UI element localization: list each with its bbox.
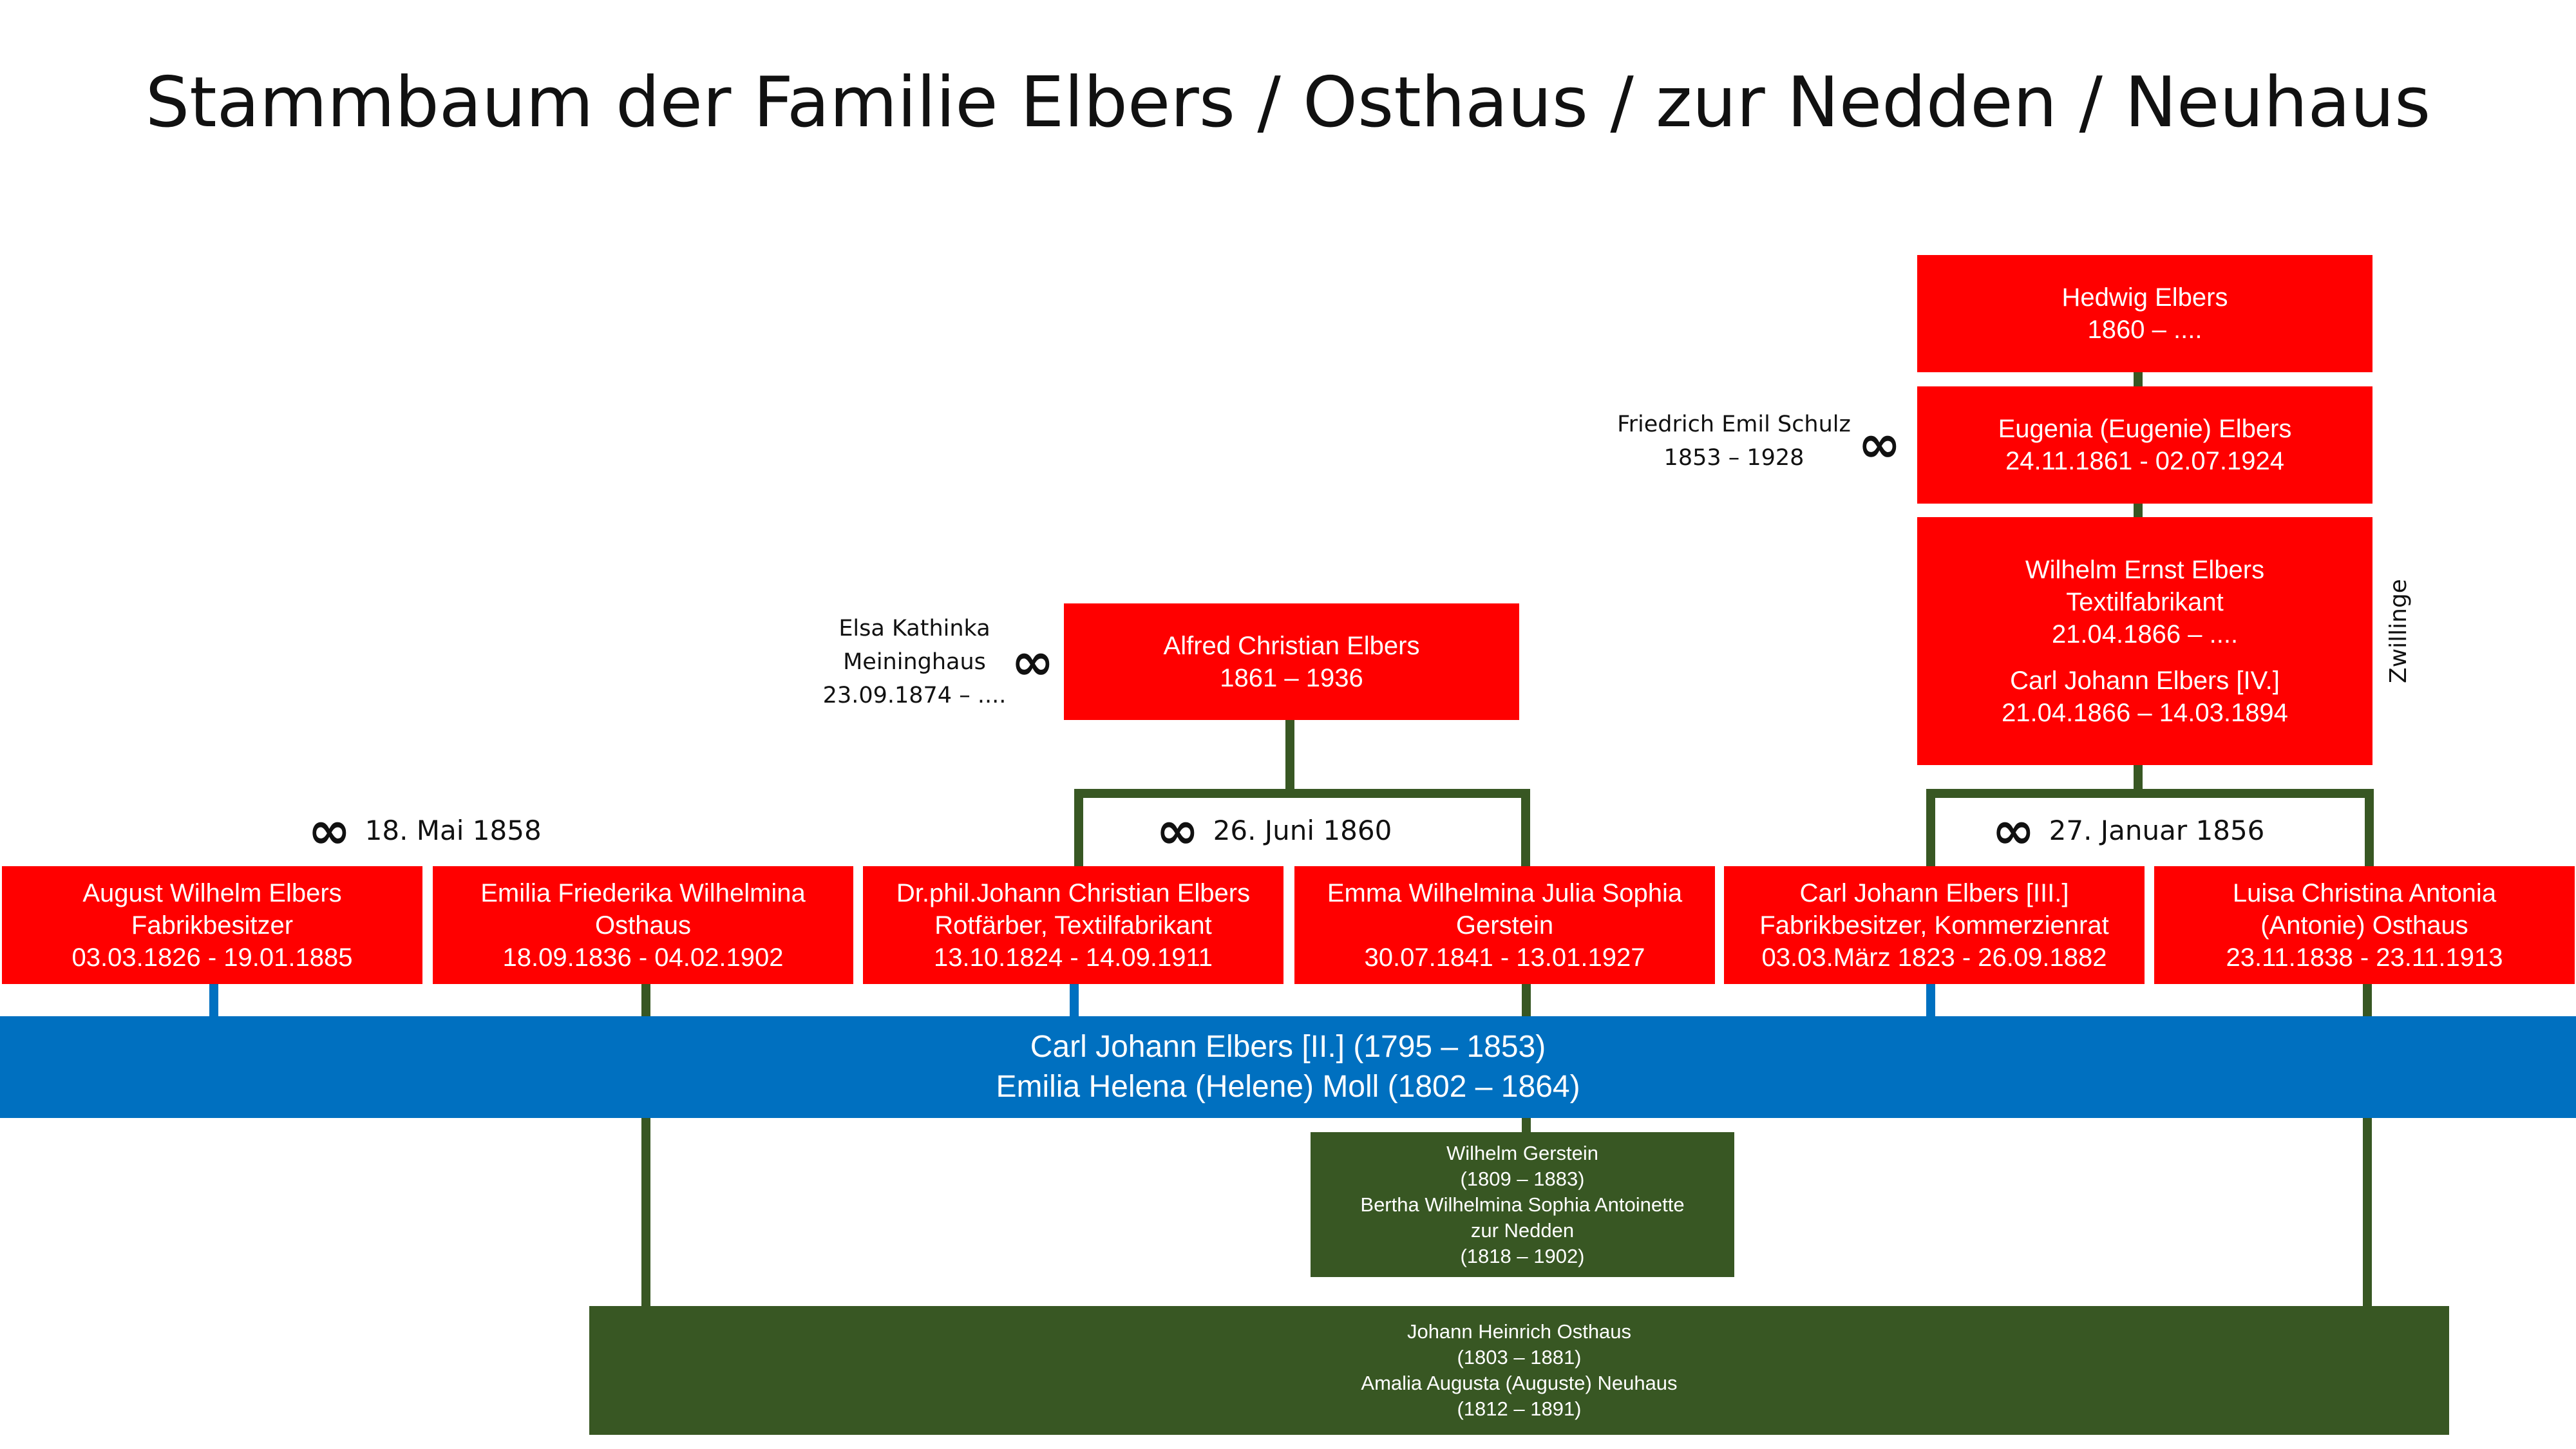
person-box-johann-christian: Dr.phil.Johann Christian Elbers Rotfärbe…: [863, 866, 1283, 984]
person-name: Emma Wilhelmina Julia Sophia: [1327, 878, 1683, 907]
elsa-line2: Meininghaus: [843, 649, 986, 675]
person-box-emilia-friederika: Emilia Friederika Wilhelmina Osthaus 18.…: [433, 866, 853, 984]
infinity-icon: ∞: [1156, 800, 1199, 860]
parents-box-elbers: Carl Johann Elbers [II.] (1795 – 1853) E…: [0, 1016, 2576, 1118]
infinity-icon: ∞: [1992, 800, 2035, 860]
eugenia-dates: 24.11.1861 - 02.07.1924: [2005, 447, 2284, 475]
marriage-date-2: ∞ 26. Juni 1860: [1156, 800, 1392, 860]
page-title: Stammbaum der Familie Elbers / Osthaus /…: [145, 62, 2431, 143]
marriage-icon-eugenia: ∞: [1858, 414, 1915, 474]
schulz-dates: 1853 – 1928: [1663, 445, 1804, 471]
wilhelm-ernst-name: Wilhelm Ernst Elbers: [2025, 555, 2265, 584]
twins-label: Zwillinge: [2385, 579, 2412, 683]
person-box-luisa-christina: Luisa Christina Antonia (Antonie) Osthau…: [2154, 866, 2575, 984]
person-dates: 13.10.1824 - 14.09.1911: [934, 943, 1213, 972]
marriage-date-3-text: 27. Januar 1856: [2049, 815, 2265, 846]
person-name: August Wilhelm Elbers: [82, 878, 342, 907]
person-occupation: Fabrikbesitzer, Kommerzienrat: [1759, 911, 2109, 940]
gerstein-mother-dates: (1818 – 1902): [1460, 1244, 1585, 1267]
hedwig-dates: 1860 – ....: [2087, 316, 2202, 344]
person-box-twins: Wilhelm Ernst Elbers Textilfabrikant 21.…: [1917, 517, 2372, 765]
carl-johann-iv-name: Carl Johann Elbers [IV.]: [2010, 666, 2280, 695]
carl-johann-iv-dates: 21.04.1866 – 14.03.1894: [2002, 698, 2288, 727]
person-surname: Gerstein: [1455, 911, 1554, 940]
osthaus-mother-dates: (1812 – 1891): [1457, 1397, 1582, 1420]
person-occupation: Fabrikbesitzer: [131, 911, 294, 940]
gerstein-father-dates: (1809 – 1883): [1460, 1167, 1585, 1190]
infinity-icon: ∞: [308, 800, 351, 860]
parents-box-gerstein: Wilhelm Gerstein (1809 – 1883) Bertha Wi…: [1311, 1132, 1734, 1277]
gerstein-mother: Bertha Wilhelmina Sophia Antoinette: [1360, 1193, 1685, 1216]
person-surname: Osthaus: [595, 911, 691, 940]
marriage-date-1-text: 18. Mai 1858: [365, 815, 542, 846]
osthaus-mother: Amalia Augusta (Auguste) Neuhaus: [1361, 1372, 1678, 1394]
elbers-mother: Emilia Helena (Helene) Moll (1802 – 1864…: [996, 1070, 1580, 1104]
person-name: Emilia Friederika Wilhelmina: [480, 878, 806, 907]
alfred-dates: 1861 – 1936: [1220, 663, 1363, 692]
person-occupation: Rotfärber, Textilfabrikant: [934, 911, 1212, 940]
eugenia-name: Eugenia (Eugenie) Elbers: [1998, 415, 2292, 443]
hedwig-name: Hedwig Elbers: [2061, 283, 2228, 312]
person-surname: (Antonie) Osthaus: [2260, 911, 2468, 940]
marriage-date-2-text: 26. Juni 1860: [1213, 815, 1392, 846]
person-box-eugenia: Eugenia (Eugenie) Elbers 24.11.1861 - 02…: [1917, 386, 2372, 504]
gerstein-mother-surname: zur Nedden: [1470, 1218, 1575, 1242]
person-box-emma-wilhelmina: Emma Wilhelmina Julia Sophia Gerstein 30…: [1294, 866, 1715, 984]
spouse-elsa: Elsa Kathinka Meininghaus 23.09.1874 – .…: [808, 612, 1021, 712]
person-box-hedwig: Hedwig Elbers 1860 – ....: [1917, 255, 2372, 372]
alfred-name: Alfred Christian Elbers: [1163, 631, 1420, 660]
wilhelm-ernst-job: Textilfabrikant: [2066, 587, 2224, 616]
elbers-father: Carl Johann Elbers [II.] (1795 – 1853): [1030, 1030, 1546, 1064]
osthaus-father: Johann Heinrich Osthaus: [1406, 1320, 1632, 1343]
person-dates: 03.03.März 1823 - 26.09.1882: [1761, 943, 2107, 972]
infinity-icon: ∞: [1858, 414, 1901, 474]
person-name: Dr.phil.Johann Christian Elbers: [896, 878, 1251, 907]
person-dates: 23.11.1838 - 23.11.1913: [2226, 943, 2503, 972]
person-name: Carl Johann Elbers [III.]: [1799, 878, 2069, 907]
infinity-icon: ∞: [1011, 632, 1054, 692]
marriage-date-3: ∞ 27. Januar 1856: [1992, 800, 2265, 860]
person-dates: 30.07.1841 - 13.01.1927: [1364, 943, 1645, 972]
osthaus-father-dates: (1803 – 1881): [1457, 1346, 1582, 1368]
parents-box-osthaus: Johann Heinrich Osthaus (1803 – 1881) Am…: [589, 1306, 2449, 1435]
person-dates: 03.03.1826 - 19.01.1885: [71, 943, 353, 972]
elsa-line1: Elsa Kathinka: [838, 616, 990, 641]
wilhelm-ernst-dates: 21.04.1866 – ....: [2051, 620, 2239, 649]
schulz-name: Friedrich Emil Schulz: [1617, 412, 1851, 437]
person-dates: 18.09.1836 - 04.02.1902: [502, 943, 784, 972]
person-name: Luisa Christina Antonia: [2232, 878, 2497, 907]
marriage-date-1: ∞ 18. Mai 1858: [308, 800, 542, 860]
person-box-alfred: Alfred Christian Elbers 1861 – 1936: [1064, 603, 1519, 720]
marriage-icon-alfred: ∞: [1011, 632, 1068, 692]
elsa-dates: 23.09.1874 – ....: [822, 683, 1007, 708]
gerstein-father: Wilhelm Gerstein: [1446, 1141, 1598, 1164]
person-box-carl-johann-iii: Carl Johann Elbers [III.] Fabrikbesitzer…: [1724, 866, 2145, 984]
person-box-august-wilhelm: August Wilhelm Elbers Fabrikbesitzer 03.…: [2, 866, 422, 984]
spouse-schulz: Friedrich Emil Schulz 1853 – 1928: [1610, 408, 1858, 475]
